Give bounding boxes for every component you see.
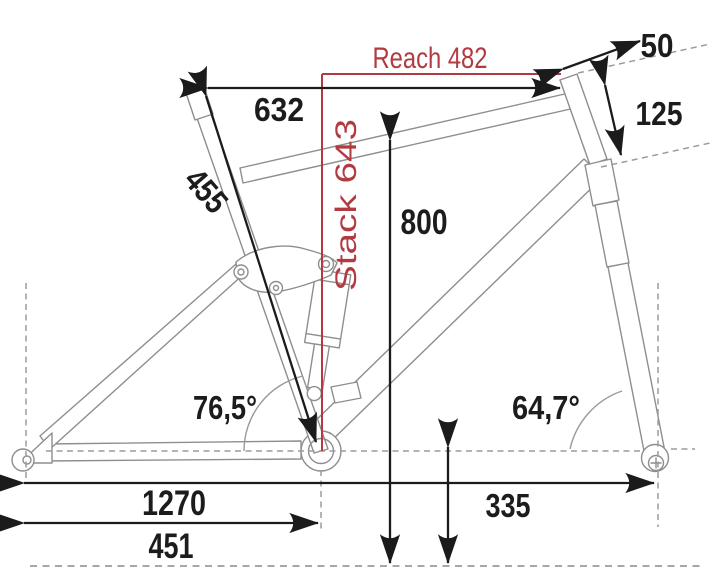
chainstay-label: 451 bbox=[149, 527, 194, 566]
wheelbase-label: 1270 bbox=[142, 484, 206, 523]
bb-level-line bbox=[46, 448, 695, 452]
stem-label: 50 bbox=[641, 27, 674, 64]
stem-arrow bbox=[532, 39, 642, 89]
head-tube-arrow bbox=[588, 54, 625, 157]
fork-crown bbox=[584, 158, 620, 207]
fork-lower-leg bbox=[607, 262, 666, 457]
head-tube bbox=[559, 73, 608, 166]
construction-lines bbox=[25, 43, 711, 567]
seat-angle-label: 76,5° bbox=[193, 389, 257, 426]
head-tube-label: 125 bbox=[636, 95, 683, 132]
fork-stanchion bbox=[594, 200, 630, 268]
seat-tube-arrow bbox=[187, 65, 318, 444]
rocker-pivot-lower bbox=[268, 280, 284, 296]
rear-axle-slot bbox=[22, 455, 32, 465]
top-tube-label: 632 bbox=[254, 91, 304, 128]
stack-label: Stack 643 bbox=[330, 119, 363, 291]
dimension-arrows bbox=[0, 39, 656, 565]
front-axle-cross bbox=[650, 457, 662, 469]
head-angle-arc bbox=[569, 390, 623, 450]
bb-height-label: 335 bbox=[486, 487, 531, 524]
stem-lower-extension bbox=[600, 142, 711, 168]
shock-mount-bracket bbox=[330, 381, 362, 404]
reach-label: Reach 482 bbox=[373, 42, 488, 75]
shock-shaft bbox=[306, 343, 331, 391]
head-angle-label: 64,7° bbox=[512, 389, 580, 426]
seat-height-label: 800 bbox=[401, 203, 448, 242]
rocker-pivot-left bbox=[233, 264, 249, 280]
